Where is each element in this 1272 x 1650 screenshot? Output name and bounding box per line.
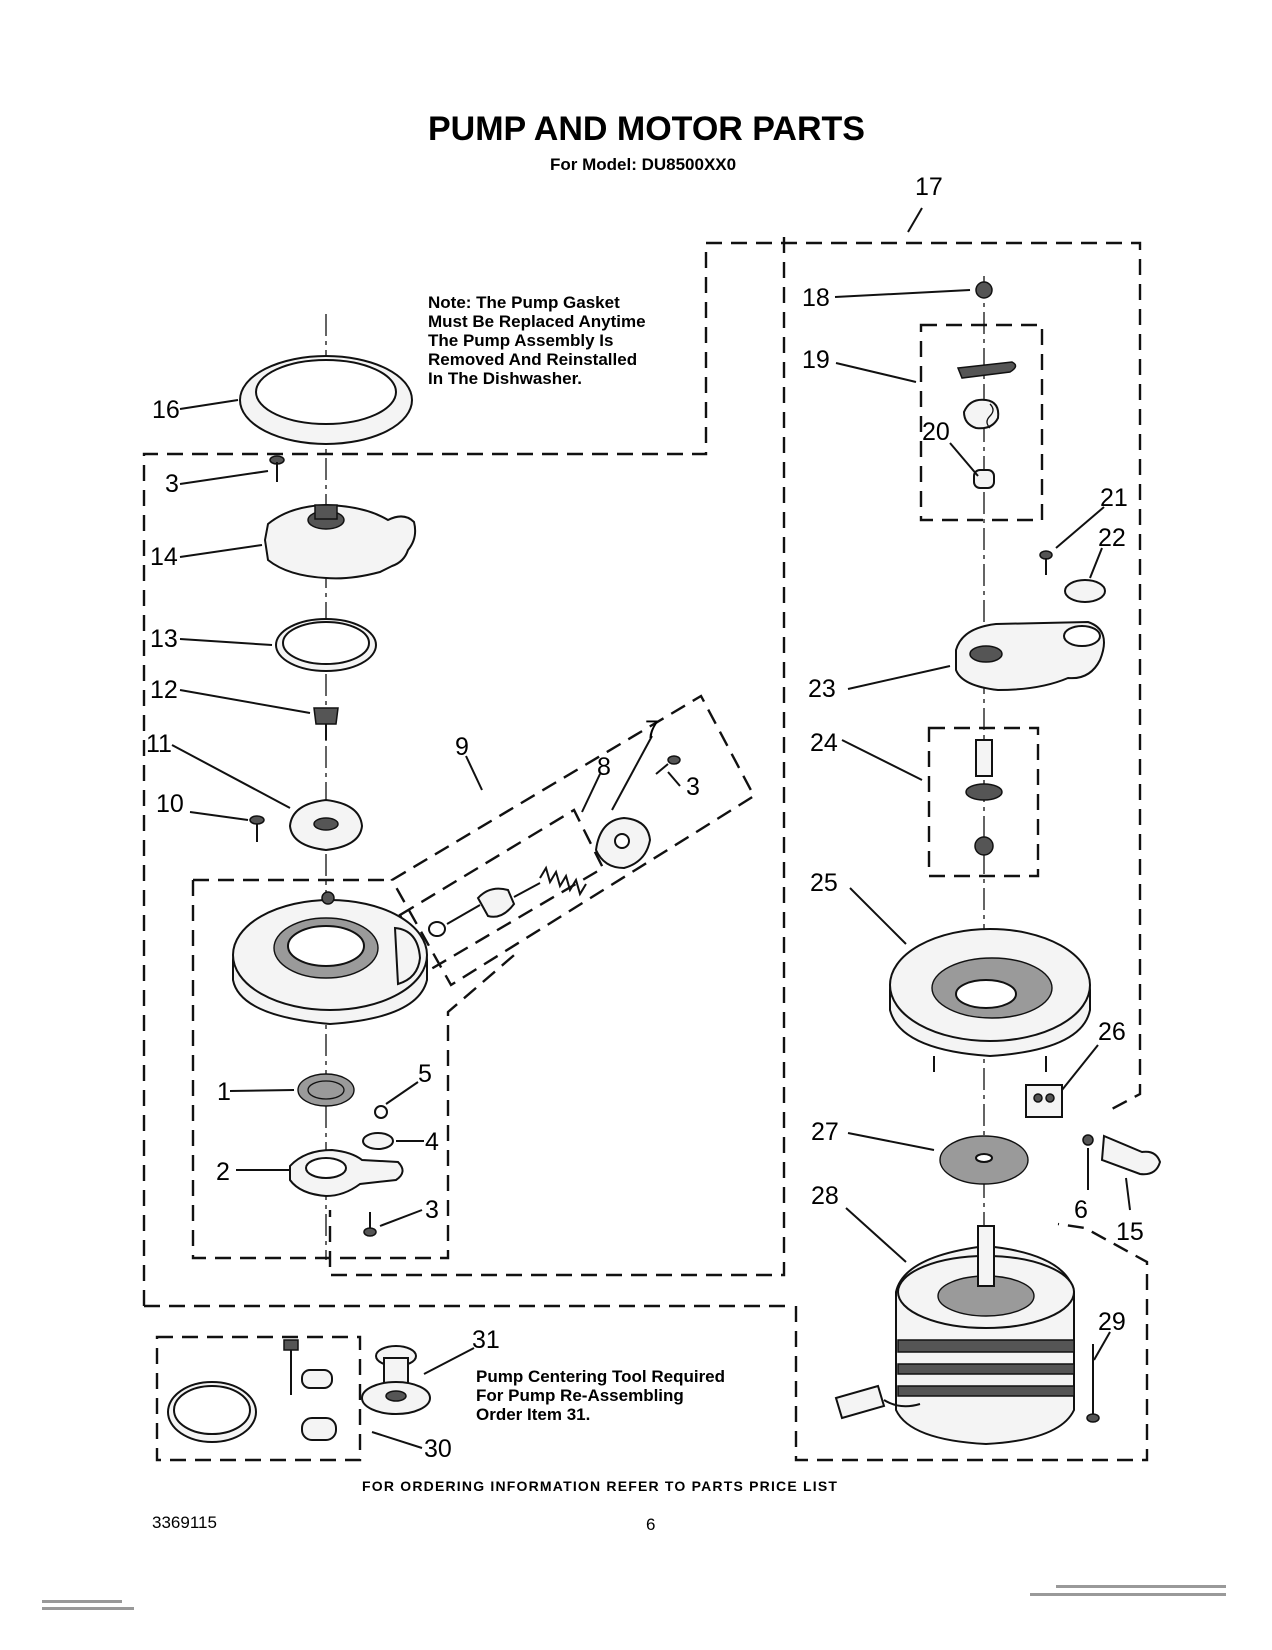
mounting-plate-icon [955,620,1105,692]
leader-lines [171,207,1131,1449]
motor-mount-icon [889,928,1091,1072]
part-number-labels: 16 3 14 13 12 11 10 9 8 7 3 1 5 4 2 3 17… [146,173,1144,1463]
screw-icon [249,815,265,842]
note-line: Pump Centering Tool Required [476,1367,725,1386]
part-label: 24 [810,729,838,757]
gasket-note: Note: The Pump Gasket Must Be Replaced A… [428,293,646,388]
screw-icon [1039,550,1053,575]
part-label: 22 [1098,524,1126,552]
part-label: 16 [152,396,180,424]
assembly-axis-lines [325,276,985,1260]
part-label: 23 [808,675,836,703]
nut-icon [313,707,339,740]
part-label: 3 [425,1196,439,1224]
part-label: 3 [686,773,700,801]
part-label: 30 [424,1435,452,1463]
note-line: The Pump Assembly Is [428,331,613,350]
bracket-icon [956,361,1017,489]
part-label: 27 [811,1118,839,1146]
part-label: 21 [1100,484,1128,512]
document-number: 3369115 [152,1513,217,1532]
inlet-fitting-icon [1082,1134,1162,1176]
repair-kit-icon [167,1339,337,1443]
part-label: 25 [810,869,838,897]
grommet-icon [1064,579,1106,603]
page-title: PUMP AND MOTOR PARTS [428,110,865,148]
note-line: Note: The Pump Gasket [428,293,620,312]
impeller-icon [288,798,364,852]
part-label: 1 [217,1078,231,1106]
note-line: Order Item 31. [476,1405,590,1424]
filter-screen-icon [297,1073,355,1107]
pump-gasket-icon [239,355,413,445]
slinger-washer-icon [939,1135,1029,1185]
part-label: 8 [597,753,611,781]
motor-icon [834,1225,1075,1446]
o-ring-icon [362,1132,394,1150]
coupling-icon [965,739,1003,856]
group-outlines [142,237,1149,1462]
part-label: 7 [645,716,659,744]
pump-cover-icon [263,503,417,580]
tool-note: Pump Centering Tool Required For Pump Re… [476,1367,725,1424]
part-label: 3 [165,470,179,498]
part-label: 13 [150,625,178,653]
pump-housing-icon [232,891,428,1026]
part-label: 20 [922,418,950,446]
valve-assembly-icon [428,755,681,937]
part-label: 4 [425,1128,439,1156]
part-label: 29 [1098,1308,1126,1336]
part-label: 31 [472,1326,500,1354]
part-label: 26 [1098,1018,1126,1046]
part-label: 5 [418,1060,432,1088]
page-number: 6 [646,1515,655,1534]
check-ball-icon [374,1105,388,1119]
part-label: 28 [811,1182,839,1210]
screw-icon [363,1212,377,1237]
part-label: 14 [150,543,178,571]
note-line: For Pump Re-Assembling [476,1386,684,1405]
part-label: 10 [156,790,184,818]
seal-ring-icon [275,618,377,672]
screw-icon [269,455,285,482]
part-label: 9 [455,733,469,761]
part-label: 11 [146,730,172,758]
nut-icon [975,281,993,299]
pump-centering-tool-icon [361,1345,431,1415]
part-label: 19 [802,346,830,374]
part-label: 12 [150,676,178,704]
note-line: Removed And Reinstalled [428,350,637,369]
terminal-block-icon [1025,1084,1063,1118]
part-label: 15 [1116,1218,1144,1246]
part-label: 17 [915,173,943,201]
ordering-info: FOR ORDERING INFORMATION REFER TO PARTS … [362,1478,838,1494]
fine-print-marks [42,1585,1226,1610]
part-label: 2 [216,1158,230,1186]
pump-base-icon [289,1148,404,1198]
part-label: 6 [1074,1196,1088,1224]
screw-icon [1086,1344,1100,1423]
note-line: Must Be Replaced Anytime [428,312,646,331]
model-subtitle: For Model: DU8500XX0 [550,155,736,174]
part-label: 18 [802,284,830,312]
note-line: In The Dishwasher. [428,369,582,388]
